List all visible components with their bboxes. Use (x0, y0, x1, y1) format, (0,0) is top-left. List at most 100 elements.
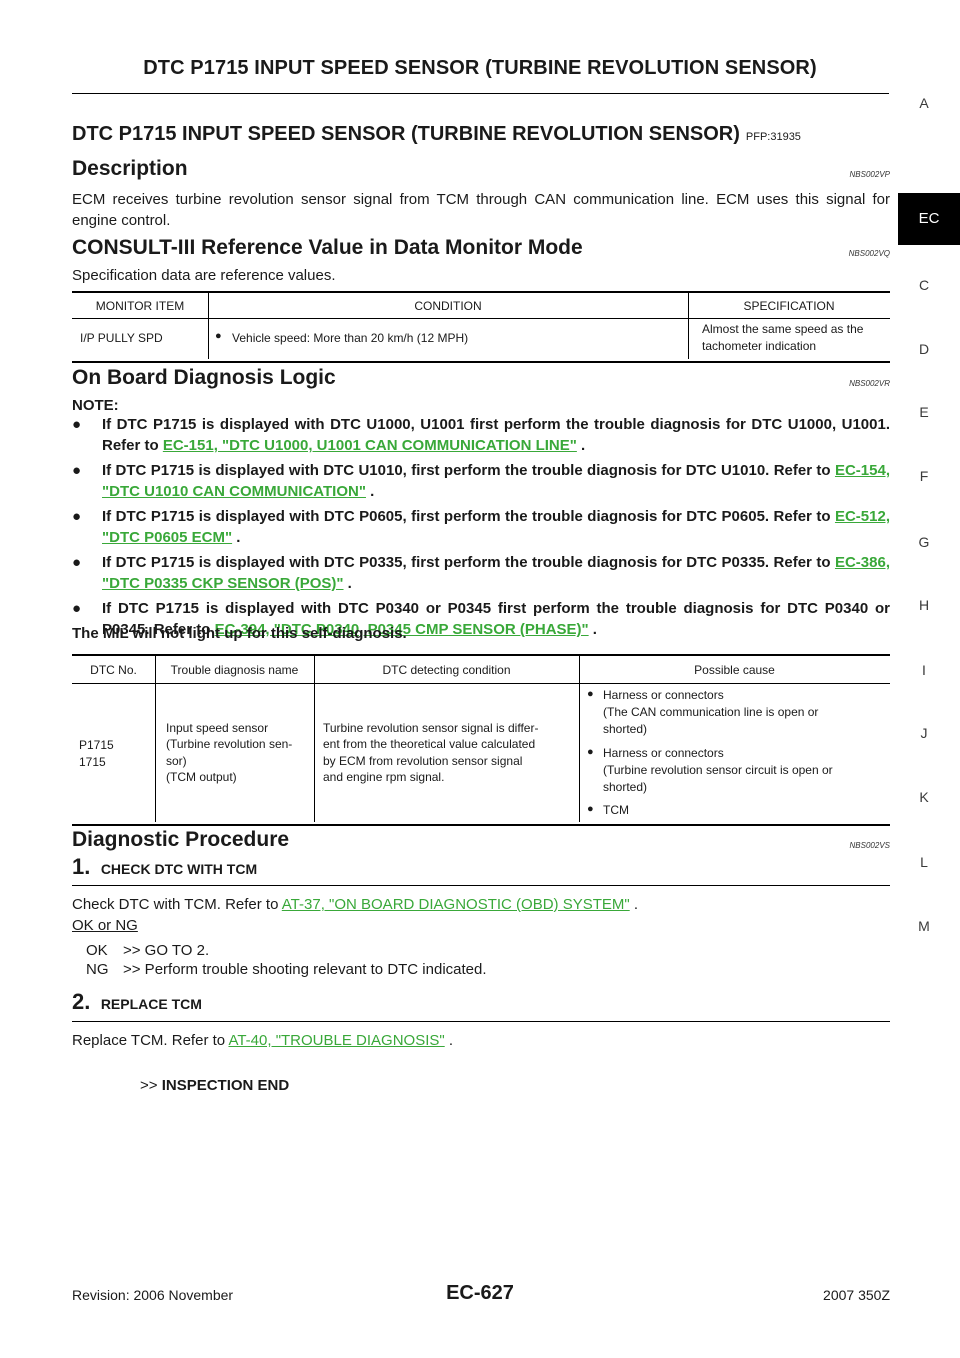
side-tab-j[interactable]: J (920, 725, 928, 741)
step-2-number: 2. (72, 989, 91, 1014)
cause-line: (Turbine revolution sensor circuit is op… (603, 763, 833, 777)
cause-line: (The CAN communication line is open or (603, 705, 819, 719)
obd-note-item: ●If DTC P1715 is displayed with DTC U100… (72, 416, 890, 454)
dtc-name-line: (Turbine revolution sen- (166, 737, 293, 751)
link-ec-394[interactable]: EC-394, "DTC P0340, P0345 CMP SENSOR (PH… (214, 621, 589, 638)
ng-label: NG (86, 961, 109, 978)
dtc-table-header-rule (72, 683, 890, 684)
side-tab-k[interactable]: K (919, 789, 929, 805)
link-ec-386[interactable]: EC-386, "DTC P0335 CKP SENSOR (POS)" (102, 554, 890, 592)
obd-note-item: ●If DTC P1715 is displayed with DTC P034… (72, 600, 890, 638)
footer-revision: Revision: 2006 November (72, 1287, 234, 1303)
obd-note-item: ●If DTC P1715 is displayed with DTC P033… (72, 554, 890, 592)
step-1-text: Check DTC with TCM. Refer to AT-37, "ON … (72, 896, 639, 913)
bullet-icon: ● (587, 688, 594, 700)
obd-ref-code: NBS002VR (849, 379, 890, 388)
procedure-title: Diagnostic Procedure (72, 828, 290, 851)
cause-line: TCM (603, 803, 629, 817)
dtc-header-name: Trouble diagnosis name (170, 663, 299, 677)
bullet-icon: ● (72, 554, 82, 571)
dtc-name-line: Input speed sensor (166, 721, 269, 735)
obd-note-label: NOTE: (72, 397, 119, 414)
header-rule (72, 93, 889, 94)
step-2-title: REPLACE TCM (100, 996, 202, 1012)
consult-note: Specification data are reference values. (72, 267, 336, 284)
cause-line: shorted) (603, 722, 648, 736)
bullet-icon: ● (587, 803, 594, 815)
link-at-40[interactable]: AT-40, "TROUBLE DIAGNOSIS" (228, 1032, 445, 1049)
side-tab-ec-active[interactable]: EC (898, 193, 960, 245)
consult-header-monitor-item: MONITOR ITEM (95, 299, 185, 313)
dtc-condition-line: Turbine revolution sensor signal is diff… (323, 721, 539, 735)
link-ec-151[interactable]: EC-151, "DTC U1000, U1001 CAN COMMUNICAT… (162, 437, 577, 454)
dtc-condition-line: by ECM from revolution sensor signal (323, 754, 523, 768)
side-tab-e[interactable]: E (919, 404, 929, 420)
ok-action[interactable]: >> GO TO 2. (123, 942, 210, 959)
inspection-end[interactable]: >> INSPECTION END (140, 1077, 290, 1094)
step-1-heading: 1. CHECK DTC WITH TCM (72, 854, 257, 880)
side-tab-g[interactable]: G (918, 534, 930, 550)
description-ref-code: NBS002VP (849, 170, 890, 179)
dtc-name-line: sor) (166, 754, 187, 768)
step-1-rule (72, 885, 890, 886)
side-tab-c[interactable]: C (918, 277, 930, 293)
dtc-table: DTC No. Trouble diagnosis name DTC detec… (72, 654, 890, 826)
procedure-ref-code: NBS002VS (849, 841, 890, 850)
consult-row-condition: Vehicle speed: More than 20 km/h (12 MPH… (232, 331, 469, 345)
step-2-text: Replace TCM. Refer to AT-40, "TROUBLE DI… (72, 1032, 454, 1049)
consult-table-header-rule (72, 318, 890, 319)
bullet-icon: ● (72, 508, 82, 525)
side-tab-d[interactable]: D (918, 341, 930, 357)
description-text: ECM receives turbine revolution sensor s… (72, 191, 890, 229)
dtc-condition-line: ent from the theoretical value calculate… (323, 737, 536, 751)
dtc-header-cause: Possible cause (694, 663, 775, 677)
consult-header-condition: CONDITION (414, 299, 482, 313)
dtc-col-sep-3 (579, 656, 580, 822)
link-at-37[interactable]: AT-37, "ON BOARD DIAGNOSTIC (OBD) SYSTEM… (281, 896, 630, 913)
cause-line: shorted) (603, 780, 648, 794)
consult-table: MONITOR ITEM CONDITION SPECIFICATION I/P… (72, 291, 890, 363)
obd-note-item: ●If DTC P1715 is displayed with DTC U101… (72, 462, 890, 500)
side-tab-f[interactable]: F (919, 468, 929, 484)
section-main-title-row: DTC P1715 INPUT SPEED SENSOR (TURBINE RE… (72, 123, 890, 146)
pfp-code: PFP:31935 (745, 131, 801, 143)
consult-ref-code: NBS002VQ (848, 249, 890, 258)
ng-action[interactable]: >> Perform trouble shooting relevant to … (123, 961, 487, 978)
cause-line: Harness or connectors (603, 688, 724, 702)
bullet-icon: ● (72, 600, 82, 617)
bullet-icon: ● (587, 746, 594, 758)
consult-row-bullet-icon: ● (215, 330, 222, 342)
link-ec-154[interactable]: EC-154, "DTC U1010 CAN COMMUNICATION" (102, 462, 890, 500)
obd-note-list: ●If DTC P1715 is displayed with DTC U100… (72, 414, 890, 644)
side-tab-h[interactable]: H (918, 597, 930, 613)
consult-col-sep-2 (688, 293, 689, 359)
side-tab-a[interactable]: A (919, 95, 929, 111)
ok-or-ng-label: OK or NG (72, 917, 138, 934)
consult-row-item: I/P PULLY SPD (80, 331, 163, 345)
cause-line: Harness or connectors (603, 746, 724, 760)
description-title: Description (72, 157, 188, 180)
page-header-title: DTC P1715 INPUT SPEED SENSOR (TURBINE RE… (143, 57, 817, 79)
consult-row-spec-1: Almost the same speed as the (702, 322, 864, 336)
side-tab-m[interactable]: M (918, 918, 930, 934)
link-ec-512[interactable]: EC-512, "DTC P0605 ECM" (102, 508, 890, 546)
dtc-header-condition: DTC detecting condition (382, 663, 511, 677)
mil-note: The MIL will not light up for this self-… (72, 625, 407, 642)
obd-title: On Board Diagnosis Logic (72, 366, 336, 389)
consult-header-specification: SPECIFICATION (743, 299, 835, 313)
dtc-name-line: (TCM output) (166, 770, 237, 784)
step-2-rule (72, 1021, 890, 1022)
obd-note-item: ●If DTC P1715 is displayed with DTC P060… (72, 508, 890, 546)
dtc-condition-line: and engine rpm signal. (323, 770, 445, 784)
dtc-col-sep-1 (155, 656, 156, 822)
footer-page-code: EC-627 (446, 1282, 514, 1304)
dtc-no-1: P1715 (79, 738, 114, 752)
step-2-heading: 2. REPLACE TCM (72, 989, 202, 1015)
dtc-col-sep-2 (314, 656, 315, 822)
dtc-header-no: DTC No. (90, 663, 137, 677)
side-tab-i[interactable]: I (922, 662, 926, 678)
consult-title: CONSULT-III Reference Value in Data Moni… (72, 236, 583, 259)
bullet-icon: ● (72, 416, 82, 433)
footer-model: 2007 350Z (823, 1287, 890, 1303)
side-tab-l[interactable]: L (920, 854, 928, 870)
